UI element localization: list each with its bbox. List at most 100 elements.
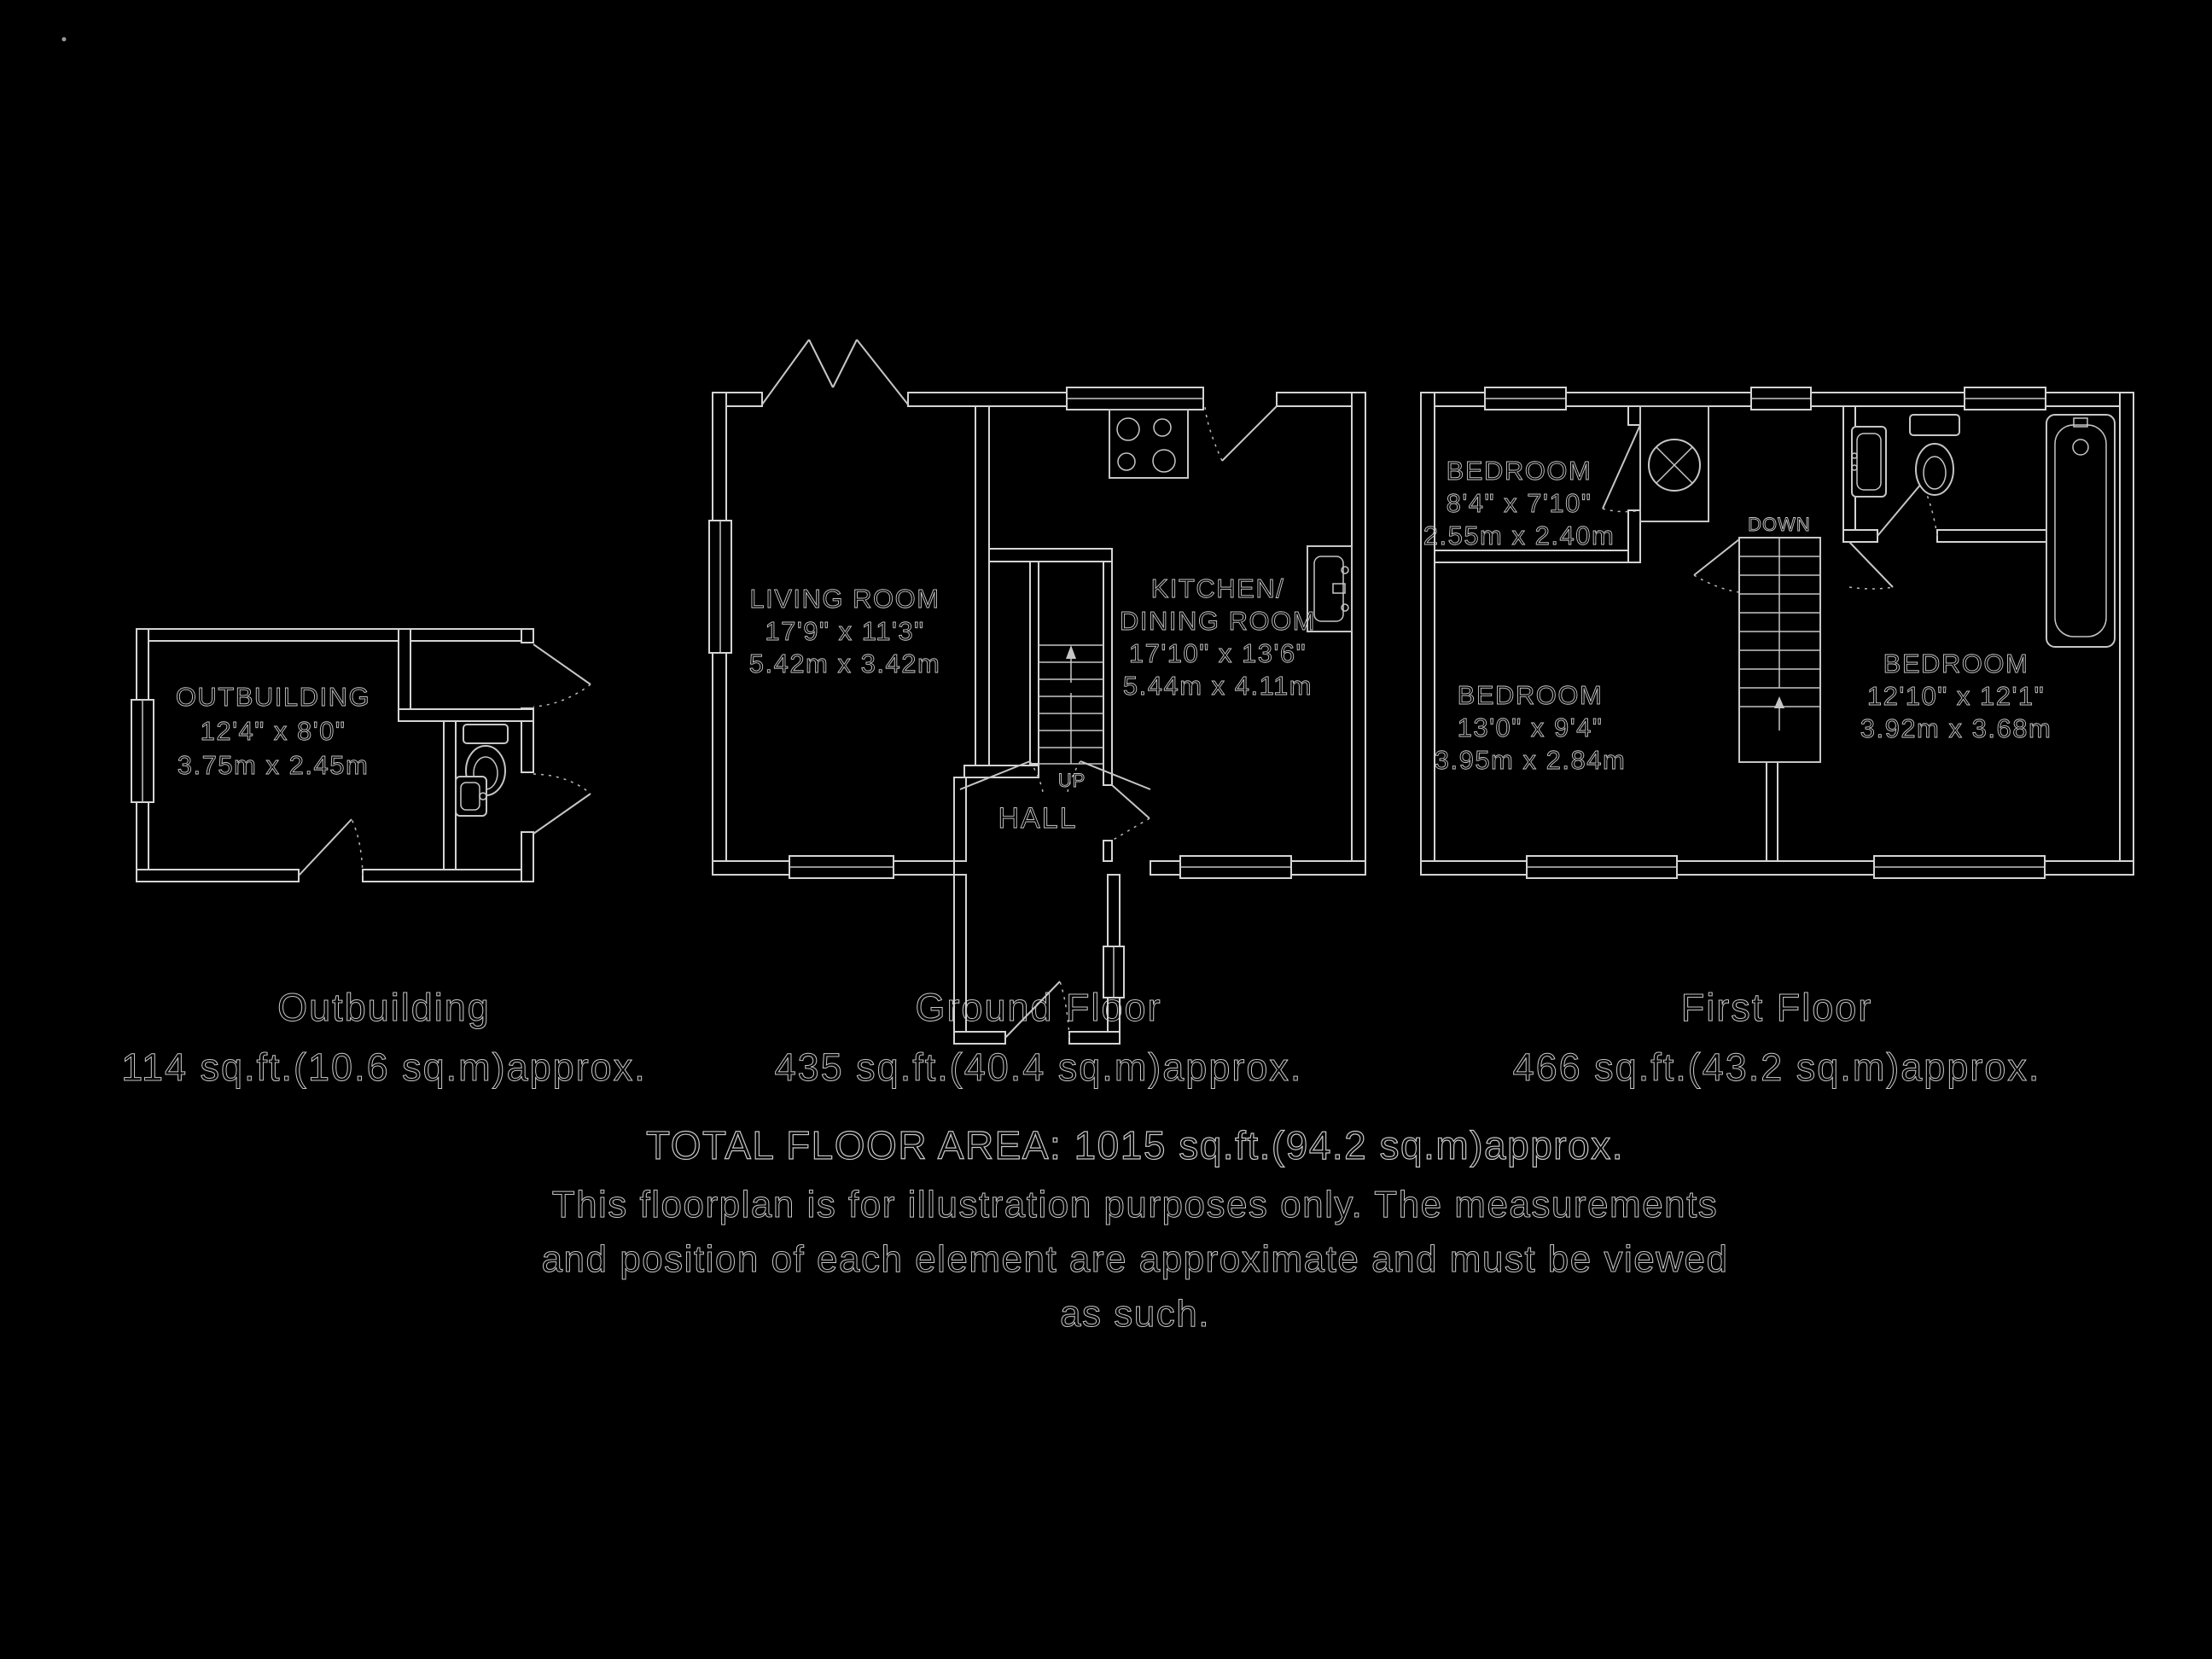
ground-floor-plan: LIVING ROOM 17'9" x 11'3" 5.42m x 3.42m …: [708, 339, 1366, 1045]
wall: [1290, 860, 1366, 876]
room-metric: 5.42m x 3.42m: [749, 649, 941, 678]
door-arc: [1602, 424, 1641, 513]
wall: [136, 628, 534, 642]
wall: [1434, 550, 1629, 563]
disclaimer-line-3: as such.: [1060, 1293, 1210, 1335]
window: [708, 520, 732, 654]
door-arc: [298, 818, 364, 876]
down-arrow-icon: [1774, 696, 1784, 708]
wall: [1103, 561, 1113, 786]
disclaimer-line-1: This floorplan is for illustration purpo…: [552, 1184, 1719, 1225]
wall: [1107, 874, 1121, 947]
first-floor-area: 466 sq.ft.(43.2 sq.m)approx.: [1513, 1045, 2041, 1089]
total-floor-area: TOTAL FLOOR AREA: 1015 sq.ft.(94.2 sq.m)…: [646, 1123, 1624, 1167]
wall: [1103, 840, 1113, 862]
wall: [1420, 860, 1528, 876]
window: [789, 855, 894, 879]
bay-window: [761, 339, 909, 405]
room-name: BEDROOM: [1447, 456, 1592, 486]
room-metric: 3.92m x 3.68m: [1860, 713, 2052, 743]
ground-floor-area: 435 sq.ft.(40.4 sq.m)approx.: [775, 1045, 1303, 1089]
window: [1066, 387, 1204, 410]
wall: [1565, 392, 1752, 407]
room-name: BEDROOM: [1458, 680, 1604, 710]
up-label: UP: [1058, 770, 1086, 791]
up-arrow-icon: [1066, 645, 1076, 659]
stove-icon: [1109, 409, 1189, 479]
captions: Outbuilding 114 sq.ft.(10.6 sq.m)approx.…: [121, 986, 2041, 1090]
room-name: LIVING ROOM: [749, 584, 940, 614]
door-arc: [1877, 482, 1938, 537]
wall: [1150, 860, 1181, 876]
wall: [398, 708, 534, 722]
wall: [521, 628, 534, 643]
front-door-arc: [1004, 981, 1070, 1039]
window: [1750, 387, 1812, 410]
wall: [963, 765, 1039, 778]
stairs-up: [1039, 644, 1103, 765]
room-imperial: 17'10" x 13'6": [1129, 638, 1307, 668]
room-metric: 3.75m x 2.45m: [178, 750, 370, 780]
door-arc: [1848, 541, 1894, 590]
wall: [953, 777, 967, 862]
room-imperial: 17'9" x 11'3": [765, 616, 924, 646]
wall: [1842, 529, 1878, 543]
room-imperial: 12'4" x 8'0": [201, 716, 346, 746]
room-metric: 2.55m x 2.40m: [1423, 521, 1615, 550]
sink-icon: [1851, 426, 1887, 498]
door-arc: [1204, 405, 1278, 462]
footer-disclaimer: TOTAL FLOOR AREA: 1015 sq.ft.(94.2 sq.m)…: [541, 1122, 1729, 1335]
wall: [2119, 392, 2134, 876]
wall: [712, 860, 790, 876]
wall: [1627, 405, 1641, 426]
window: [1179, 855, 1292, 879]
toilet-icon: [1909, 414, 1960, 496]
window: [1484, 387, 1567, 410]
wall: [1420, 392, 1435, 876]
window: [131, 699, 154, 803]
room-name: DINING ROOM: [1120, 606, 1316, 636]
window: [1526, 855, 1678, 879]
ground-floor-caption: Ground Floor: [915, 986, 1161, 1029]
room-imperial: 12'10" x 12'1": [1867, 681, 2045, 711]
first-floor-caption: First Floor: [1681, 986, 1873, 1029]
room-name: KITCHEN/: [1151, 573, 1285, 603]
wall: [1766, 761, 1778, 862]
wall: [136, 628, 149, 701]
wall: [521, 831, 534, 882]
wall: [1936, 529, 2049, 543]
sink-icon: [1307, 545, 1353, 632]
down-label: DOWN: [1748, 514, 1811, 535]
wall: [975, 405, 990, 778]
room-name: OUTBUILDING: [176, 682, 370, 712]
wall: [988, 548, 1113, 562]
room-name: BEDROOM: [1883, 649, 2029, 678]
room-imperial: 13'0" x 9'4": [1458, 713, 1604, 742]
wall: [362, 869, 534, 882]
room-imperial: 8'4" x 7'10": [1447, 488, 1592, 518]
first-floor-plan: BEDROOM 8'4" x 7'10" 2.55m x 2.40m BEDRO…: [1420, 387, 2134, 879]
door-arc: [1693, 538, 1740, 593]
door-arc: [1111, 784, 1150, 841]
wall: [443, 720, 457, 870]
wall: [398, 628, 411, 722]
wall: [1810, 392, 1965, 407]
door-arc: [533, 643, 591, 707]
window: [1964, 387, 2046, 410]
wall: [953, 1031, 1006, 1045]
wall: [907, 392, 1068, 407]
sink-icon: [455, 776, 487, 817]
bath-icon: [2046, 414, 2116, 648]
disclaimer-line-2: and position of each element are approxi…: [542, 1238, 1729, 1280]
wall: [712, 392, 727, 521]
outbuilding-caption: Outbuilding: [277, 986, 491, 1029]
room-metric: 5.44m x 4.11m: [1123, 671, 1313, 701]
wall: [136, 869, 300, 882]
wall: [1627, 509, 1641, 563]
cupboard-icon: [1639, 405, 1709, 522]
stairs-down: [1738, 537, 1821, 763]
hall-label: HALL: [998, 802, 1077, 835]
wall: [1068, 1031, 1121, 1045]
stray-dot: [61, 37, 67, 42]
